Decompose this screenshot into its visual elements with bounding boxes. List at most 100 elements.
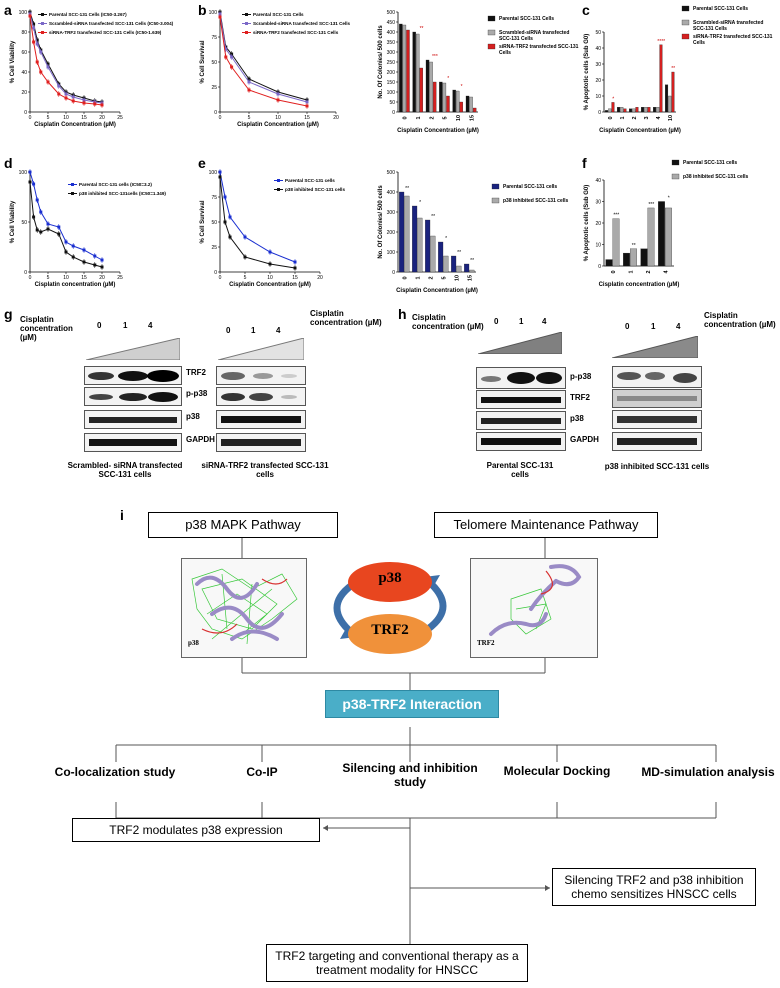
legend-label: Parental SCC-131 Cells	[499, 16, 554, 22]
x-tick-label: 5	[442, 276, 448, 279]
x-tick-label: 0	[403, 116, 409, 119]
legend-label-line: siRNA-TRF2 transfected SCC-131 Cells (IC…	[49, 30, 162, 35]
g-right-caption: siRNA-TRF2 transfected SCC-131 cells	[201, 461, 329, 479]
y-tick-label: 300	[387, 210, 396, 216]
g-left-dose-wedge	[86, 338, 180, 360]
bar	[456, 265, 462, 273]
x-tick-label: 4	[663, 270, 669, 274]
bar	[656, 107, 660, 113]
bar	[469, 269, 475, 273]
g-right-cisplatin-label: Cisplatin concentration (µM)	[310, 309, 382, 327]
p38-trf2-cycle	[333, 562, 447, 654]
g-right-dose-1: 1	[251, 326, 256, 335]
study-co-localization: Co-localization study	[54, 765, 176, 779]
bar	[635, 107, 639, 113]
h-right-dose-wedge	[612, 336, 698, 358]
y-tick-label: 40	[21, 70, 27, 76]
legend-marker	[277, 188, 280, 191]
p38-protein-structure-icon	[191, 568, 298, 645]
y-tick-label: 60	[21, 50, 27, 56]
legend-label: Parental SCC-131 cells	[503, 184, 557, 190]
h-right-dose-0: 0	[625, 322, 630, 331]
x-axis-label: Cisplatin Concentration (µM)	[229, 282, 311, 288]
y-tick-label: 30	[595, 62, 601, 68]
trf2-protein-structure-icon	[489, 564, 582, 636]
significance-mark: **	[632, 243, 636, 249]
x-axis-label: Cisplatin Concentration (µM)	[34, 122, 116, 128]
h-left-label-p-p38: p-p38	[570, 372, 592, 381]
legend-label-line: Scrambled-siRNA transfected SCC-131 Cell…	[253, 21, 351, 26]
y-tick-label: 100	[387, 250, 396, 256]
bar	[641, 107, 645, 113]
legend-label: Parental SCC-131 Cells (IC50-3.267)	[49, 12, 127, 17]
legend-swatch	[487, 29, 496, 36]
legend-label-line: Scrambled-siRNA transfected	[499, 30, 569, 36]
significance-mark: *	[419, 200, 421, 206]
legend-swatch	[491, 183, 500, 190]
significance-mark: ***	[432, 54, 438, 60]
bar	[612, 218, 620, 267]
g-right-dose-4: 4	[276, 326, 281, 335]
y-axis-label: No. Of Colonies/ 500 cells	[378, 185, 384, 259]
legend-label-line: Cells	[693, 40, 705, 46]
panel-letter-f: f	[582, 155, 587, 171]
g-right-band-gapdh	[216, 433, 306, 452]
y-axis-label: % Cell Survival	[200, 200, 206, 243]
bar	[630, 248, 637, 267]
significance-mark: ****	[657, 39, 665, 45]
x-tick-label: 0	[403, 276, 409, 279]
y-tick-label: 20	[21, 90, 27, 96]
panel-letter-i: i	[120, 507, 124, 523]
x-tick-label: 10	[456, 115, 462, 121]
legend-label-line: p38 inhibited SCC-131 cells	[285, 187, 345, 192]
h-right-band-gapdh	[612, 432, 702, 451]
x-tick-label: 10	[63, 275, 69, 281]
h-right-band-p38	[612, 410, 702, 429]
g-right-dose-0: 0	[226, 326, 231, 335]
x-tick-label: 20	[99, 275, 105, 281]
legend-marker	[245, 13, 248, 16]
y-tick-label: 50	[211, 60, 217, 66]
legend-label: siRNA-TRF2 transfected SCC-131 Cells	[253, 30, 339, 35]
bar	[452, 89, 456, 113]
y-tick-label: 50	[389, 100, 395, 106]
y-tick-label: 0	[598, 264, 601, 270]
y-tick-label: 0	[392, 110, 395, 116]
legend-marker	[71, 183, 74, 186]
p38-structure-image: p38	[181, 558, 307, 658]
legend-label-line: Parental SCC-131 cells	[285, 178, 335, 183]
legend-label-line: Parental SCC-131 Cells	[499, 16, 554, 22]
x-tick-label: 15	[81, 275, 87, 281]
y-tick-label: 0	[214, 110, 217, 116]
bar	[464, 263, 470, 273]
bar	[611, 102, 615, 113]
series-line-1	[219, 13, 308, 103]
significance-mark: *	[445, 236, 447, 242]
legend-label-line: p38 inhibited SCC-131cells (IC50=1.349)	[79, 191, 166, 196]
x-tick-label: 0	[611, 270, 617, 273]
legend-label-line: siRNA-TRF2 transfected SCC-131	[499, 44, 579, 50]
x-axis-label: Cisplatin Concentration (µM)	[599, 128, 681, 134]
bar	[659, 44, 663, 113]
h-right-dose-4: 4	[676, 322, 681, 331]
legend-marker	[41, 31, 44, 34]
y-tick-label: 75	[211, 195, 217, 201]
significance-mark: **	[457, 250, 461, 256]
legend-marker	[245, 22, 248, 25]
legend-label: Parental SCC-131 cells	[285, 178, 335, 183]
y-tick-label: 50	[211, 220, 217, 226]
legend-swatch	[491, 197, 500, 204]
p38-structure-label: p38	[188, 639, 199, 647]
bar	[442, 82, 447, 113]
h-right-caption: p38 inhibited SCC-131 cells	[604, 462, 710, 471]
y-axis-label: % Apoptotic cells (Sub G0)	[584, 34, 590, 110]
g-left-label-trf2: TRF2	[186, 368, 206, 377]
bar	[459, 101, 463, 113]
study-molecular-docking: Molecular Docking	[503, 764, 611, 778]
